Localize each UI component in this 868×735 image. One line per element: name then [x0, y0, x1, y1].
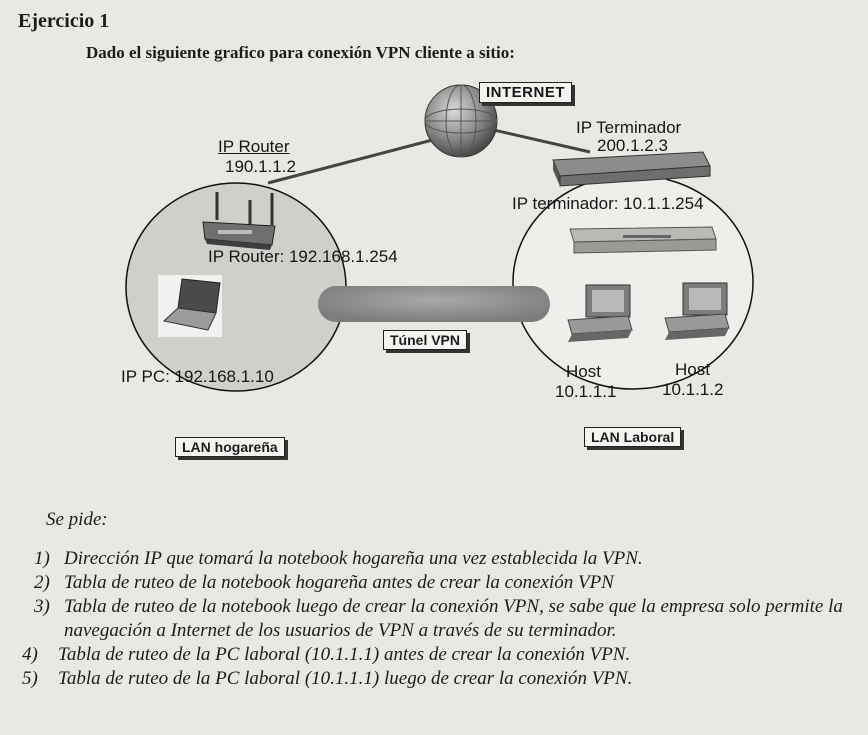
list-item: 4) Tabla de ruteo de la PC laboral (10.1… [22, 643, 867, 667]
notebook-icon [158, 275, 222, 337]
host-1-ip: 10.1.1.1 [555, 382, 617, 401]
lan-home-label: LAN hogareña [175, 437, 285, 457]
task-number: 3) [34, 596, 50, 617]
task-text: Dirección IP que tomará la notebook hoga… [64, 548, 643, 569]
terminator-title: IP Terminador [576, 118, 682, 137]
router-icon [202, 192, 276, 250]
tasks-heading: Se pide: [46, 509, 108, 530]
vpn-tunnel [318, 286, 550, 322]
router-title: IP Router [218, 137, 290, 156]
terminator-public-ip: 200.1.2.3 [597, 136, 668, 155]
list-item: 5) Tabla de ruteo de la PC laboral (10.1… [22, 667, 867, 691]
switch-icon [569, 226, 717, 254]
list-item: 2) Tabla de ruteo de la notebook hogareñ… [22, 571, 867, 595]
host-2-ip: 10.1.1.2 [662, 380, 724, 399]
exercise-intro: Dado el siguiente grafico para conexión … [86, 43, 515, 62]
list-item: 1) Dirección IP que tomará la notebook h… [22, 547, 867, 571]
router-internet-link [267, 136, 441, 185]
task-text: Tabla de ruteo de la PC laboral (10.1.1.… [58, 668, 633, 689]
pc-ip: IP PC: 192.168.1.10 [121, 367, 274, 386]
task-number: 2) [34, 572, 50, 593]
terminator-internet-link [484, 126, 591, 154]
router-private-ip: IP Router: 192.168.1.254 [208, 247, 398, 266]
exercise-title: Ejercicio 1 [18, 10, 110, 32]
host-1-name: Host [566, 362, 601, 381]
host-pc-1-icon [567, 284, 633, 342]
router-public-ip: 190.1.1.2 [225, 157, 296, 176]
task-text: Tabla de ruteo de la notebook hogareña a… [64, 572, 614, 593]
list-item: 3) Tabla de ruteo de la notebook luego d… [22, 595, 867, 643]
host-2-name: Host [675, 360, 710, 379]
vpn-tunnel-label: Túnel VPN [383, 330, 468, 350]
host-pc-2-icon [664, 282, 730, 340]
task-text: Tabla de ruteo de la PC laboral (10.1.1.… [58, 644, 631, 665]
lan-work-label: LAN Laboral [584, 427, 682, 447]
tasks-list: 1) Dirección IP que tomará la notebook h… [22, 547, 867, 691]
terminator-private-ip: IP terminador: 10.1.1.254 [512, 194, 704, 213]
task-text: Tabla de ruteo de la notebook luego de c… [64, 596, 843, 641]
internet-label: INTERNET [479, 82, 572, 103]
task-number: 4) [22, 644, 38, 665]
internet-globe-icon [424, 84, 498, 158]
vpn-terminator-icon [552, 151, 711, 187]
task-number: 1) [34, 548, 50, 569]
task-number: 5) [22, 668, 38, 689]
